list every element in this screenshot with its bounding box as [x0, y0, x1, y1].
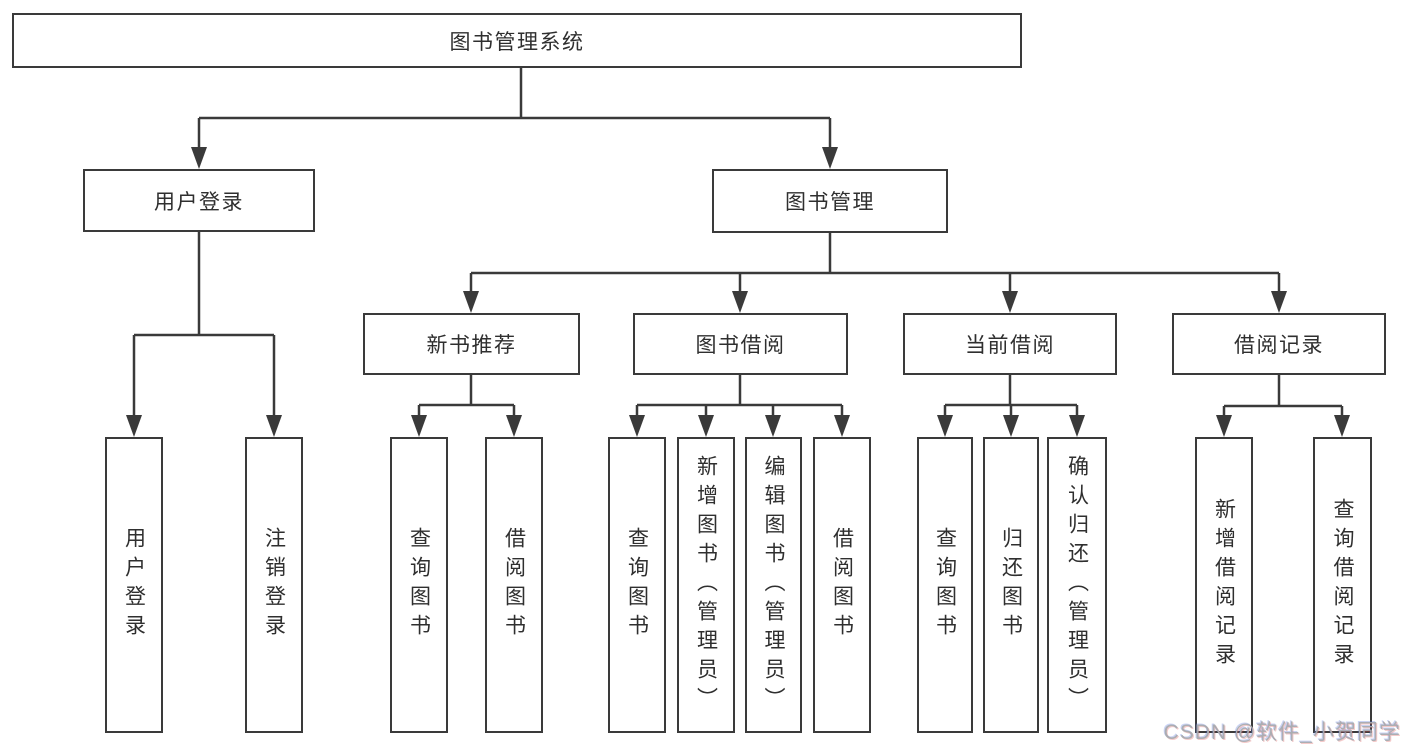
- leaf-add-borrow-record-label: 新增借阅记录: [1212, 498, 1236, 672]
- arrowhead-icon: [126, 415, 142, 437]
- leaf-query-borrow-record-label: 查询借阅记录: [1331, 498, 1354, 672]
- node-current-borrowing-label: 当前借阅: [965, 334, 1055, 357]
- leaf-edit-book-admin: 编辑图书（管理员）: [745, 437, 802, 733]
- arrowhead-icon: [732, 291, 748, 313]
- arrowhead-icon: [629, 415, 645, 437]
- connector: [469, 233, 1281, 293]
- node-new-book-recommend: 新书推荐: [363, 313, 580, 375]
- leaf-query-book-1-label: 查询图书: [407, 527, 431, 643]
- arrowhead-icon: [1003, 415, 1019, 437]
- arrowhead-icon: [765, 415, 781, 437]
- node-book-borrowing: 图书借阅: [633, 313, 848, 375]
- node-book-management: 图书管理: [712, 169, 948, 233]
- connector: [132, 232, 276, 417]
- csdn-watermark: CSDN @软件_小贺同学: [1163, 721, 1401, 744]
- arrowhead-icon: [937, 415, 953, 437]
- arrowhead-icon: [463, 291, 479, 313]
- leaf-query-book-3-label: 查询图书: [933, 527, 957, 643]
- leaf-query-book-2: 查询图书: [608, 437, 666, 733]
- leaf-confirm-return-admin: 确认归还（管理员）: [1047, 437, 1107, 733]
- arrowhead-icon: [411, 415, 427, 437]
- arrowhead-icon: [822, 147, 838, 169]
- leaf-user-login: 用户登录: [105, 437, 163, 733]
- node-root-label: 图书管理系统: [449, 30, 585, 54]
- leaf-logout-label: 注销登录: [262, 527, 286, 643]
- arrowhead-icon: [1002, 291, 1018, 313]
- arrowhead-icon: [1216, 415, 1232, 437]
- node-book-borrowing-label: 图书借阅: [695, 334, 786, 357]
- connector: [943, 375, 1079, 417]
- leaf-borrow-book-1-label: 借阅图书: [502, 527, 526, 643]
- leaf-query-book-2-label: 查询图书: [625, 527, 649, 643]
- leaf-confirm-return-admin-label: 确认归还（管理员）: [1065, 454, 1089, 716]
- node-user-login-label: 用户登录: [154, 190, 244, 214]
- arrowhead-icon: [1271, 291, 1287, 313]
- leaf-user-login-label: 用户登录: [122, 527, 146, 643]
- node-current-borrowing: 当前借阅: [903, 313, 1117, 375]
- arrowhead-icon: [1334, 415, 1350, 437]
- node-root: 图书管理系统: [12, 13, 1022, 68]
- leaf-query-borrow-record: 查询借阅记录: [1313, 437, 1372, 733]
- arrowhead-icon: [266, 415, 282, 437]
- connector: [197, 68, 832, 149]
- node-user-login: 用户登录: [83, 169, 315, 232]
- leaf-borrow-book-1: 借阅图书: [485, 437, 543, 733]
- leaf-add-borrow-record: 新增借阅记录: [1195, 437, 1253, 733]
- connector: [1222, 375, 1344, 417]
- arrowhead-icon: [834, 415, 850, 437]
- connector: [417, 375, 516, 417]
- leaf-edit-book-admin-label: 编辑图书（管理员）: [762, 454, 785, 716]
- arrowhead-icon: [191, 147, 207, 169]
- leaf-return-book-label: 归还图书: [999, 527, 1023, 643]
- leaf-query-book-1: 查询图书: [390, 437, 448, 733]
- leaf-logout: 注销登录: [245, 437, 303, 733]
- connector: [635, 375, 844, 417]
- leaf-add-book-admin: 新增图书（管理员）: [677, 437, 735, 733]
- node-borrow-records-label: 借阅记录: [1234, 334, 1324, 357]
- leaf-return-book: 归还图书: [983, 437, 1039, 733]
- arrowhead-icon: [1069, 415, 1085, 437]
- node-new-book-recommend-label: 新书推荐: [426, 334, 517, 357]
- leaf-borrow-book-2: 借阅图书: [813, 437, 871, 733]
- leaf-add-book-admin-label: 新增图书（管理员）: [694, 454, 718, 716]
- arrowhead-icon: [698, 415, 714, 437]
- node-book-management-label: 图书管理: [785, 191, 875, 214]
- arrowhead-icon: [506, 415, 522, 437]
- node-borrow-records: 借阅记录: [1172, 313, 1386, 375]
- leaf-query-book-3: 查询图书: [917, 437, 973, 733]
- leaf-borrow-book-2-label: 借阅图书: [830, 527, 854, 643]
